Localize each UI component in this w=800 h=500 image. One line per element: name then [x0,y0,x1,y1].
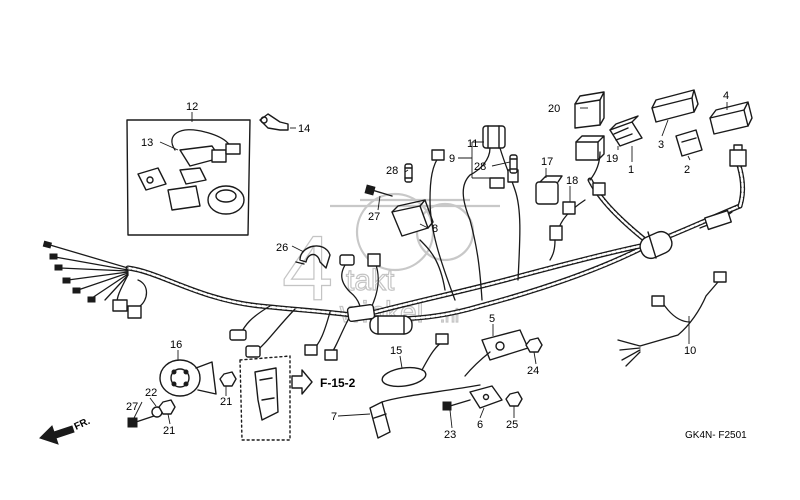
wire-clamp [295,245,331,269]
callout-10: 10 [684,345,696,357]
sensor-15 [381,333,449,388]
spark-plug-cap [369,384,481,439]
bolt-23 [442,399,471,411]
callout-8: 8 [432,223,438,235]
callout-13: 13 [141,137,153,149]
harness-condenser [346,303,413,335]
left-wire-ends [42,240,148,319]
callout-9: 9 [449,153,455,165]
watermark-wheel-rear [415,202,475,262]
horn [159,359,217,397]
drawing-code: GK4N- F2501 [685,430,747,441]
regulator-3 [651,89,699,123]
nut-21-bottom [158,399,176,415]
callout-15: 15 [390,345,402,357]
callout-24: 24 [527,365,539,377]
nut-21-top [219,371,237,387]
callout-23: 23 [444,429,456,441]
callout-5: 5 [489,313,495,325]
callout-21-top: 21 [220,396,232,408]
watermark-numeral: 4 [282,218,333,320]
callout-11: 11 [467,138,478,150]
callout-12: 12 [186,101,198,113]
reference-label: F-15-2 [320,376,356,390]
connector-18 [562,201,576,215]
callout-2: 2 [684,164,690,176]
direction-label: FR. [73,416,92,433]
callout-1: 1 [628,164,634,176]
callout-21-bottom: 21 [163,425,175,437]
callout-6: 6 [477,419,483,431]
relay-19 [575,135,605,161]
sub-harness [617,271,727,367]
callout-3: 3 [658,139,664,151]
front-direction-arrow: FR. [39,416,92,445]
callout-20: 20 [548,103,560,115]
callout-28-left: 28 [386,165,398,177]
callout-27-top: 27 [368,211,380,223]
callout-14: 14 [298,123,310,135]
right-top-connectors [549,144,747,261]
callout-19: 19 [606,153,618,165]
harness-barrel [639,230,673,260]
connector-2 [675,129,703,157]
callout-7: 7 [331,411,337,423]
nut-25 [505,391,523,407]
fuse-holders [429,125,521,301]
callout-17: 17 [541,156,553,168]
left-branch-connectors [229,253,381,361]
ignition-switch-assembly [126,119,251,236]
fuse-28-left [404,163,413,183]
fuse-28-right [509,154,518,174]
relay-20 [574,91,605,129]
callout-4: 4 [723,90,729,102]
switch-5 [464,329,529,377]
callout-18: 18 [566,175,578,187]
callout-27-bottom: 27 [126,401,138,413]
watermark-stripes [330,198,500,208]
callout-28-right: 28 [474,161,486,173]
callout-22: 22 [145,387,157,399]
cdi-unit [391,199,446,291]
ignition-key [259,113,289,131]
reference-arrow [291,369,313,395]
nut-24 [525,337,543,353]
bracket-6 [469,385,503,409]
callout-25: 25 [506,419,518,431]
horn-bracket [239,355,291,441]
watermark-line1: takt [346,264,395,297]
callout-numbers: 1 2 3 4 5 6 7 8 9 10 11 12 13 14 15 16 1… [126,90,729,441]
connector-1 [609,115,643,147]
callout-16: 16 [170,339,182,351]
screw-27-top [364,184,393,197]
leader-lines [133,102,728,429]
regulator-4 [709,101,753,135]
callout-26: 26 [276,242,288,254]
relay-17 [535,175,563,205]
